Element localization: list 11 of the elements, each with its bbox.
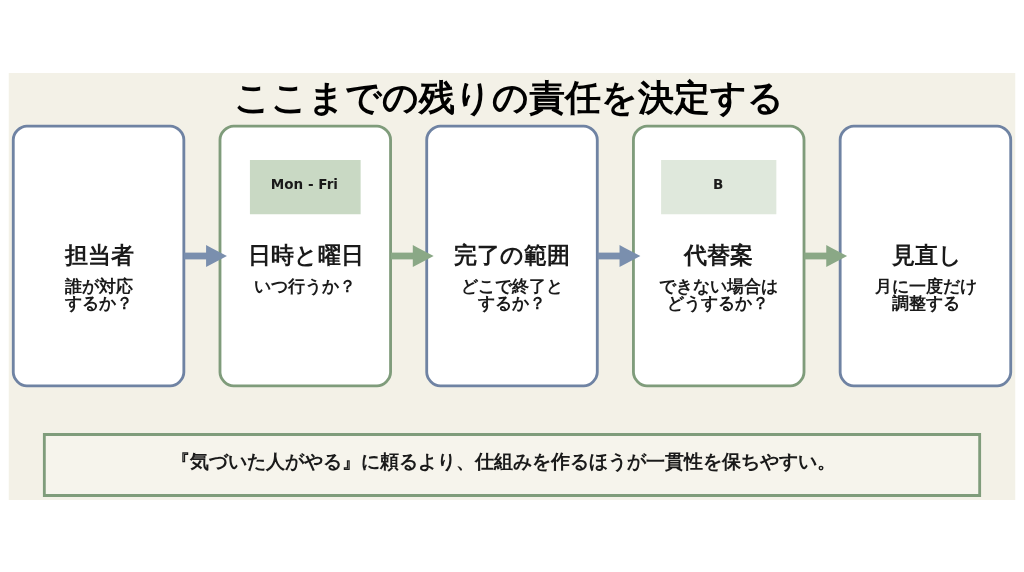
node-box: Mon - Fri 日時と曜日 いつ行うか？ xyxy=(218,124,392,387)
arrow xyxy=(597,244,641,267)
arrow xyxy=(804,244,848,267)
arrow xyxy=(390,244,434,267)
node-box: B 代替案 できない場合はどうするか？ xyxy=(632,124,806,387)
node-box: 見直し 月に一度だけ調整する xyxy=(838,124,1013,387)
node-box: 担当者 誰が対応するか？ xyxy=(11,124,186,387)
node-box: 完了の範囲 どこで終了とするか？ xyxy=(425,124,599,387)
arrow xyxy=(184,244,227,267)
diagram-title: ここまでの残りの責任を決定する xyxy=(234,75,785,119)
node-box: 『気づいた人がやる』に頼るより、仕組みを作るほうが一貫性を保ちやすい。 xyxy=(42,432,982,497)
